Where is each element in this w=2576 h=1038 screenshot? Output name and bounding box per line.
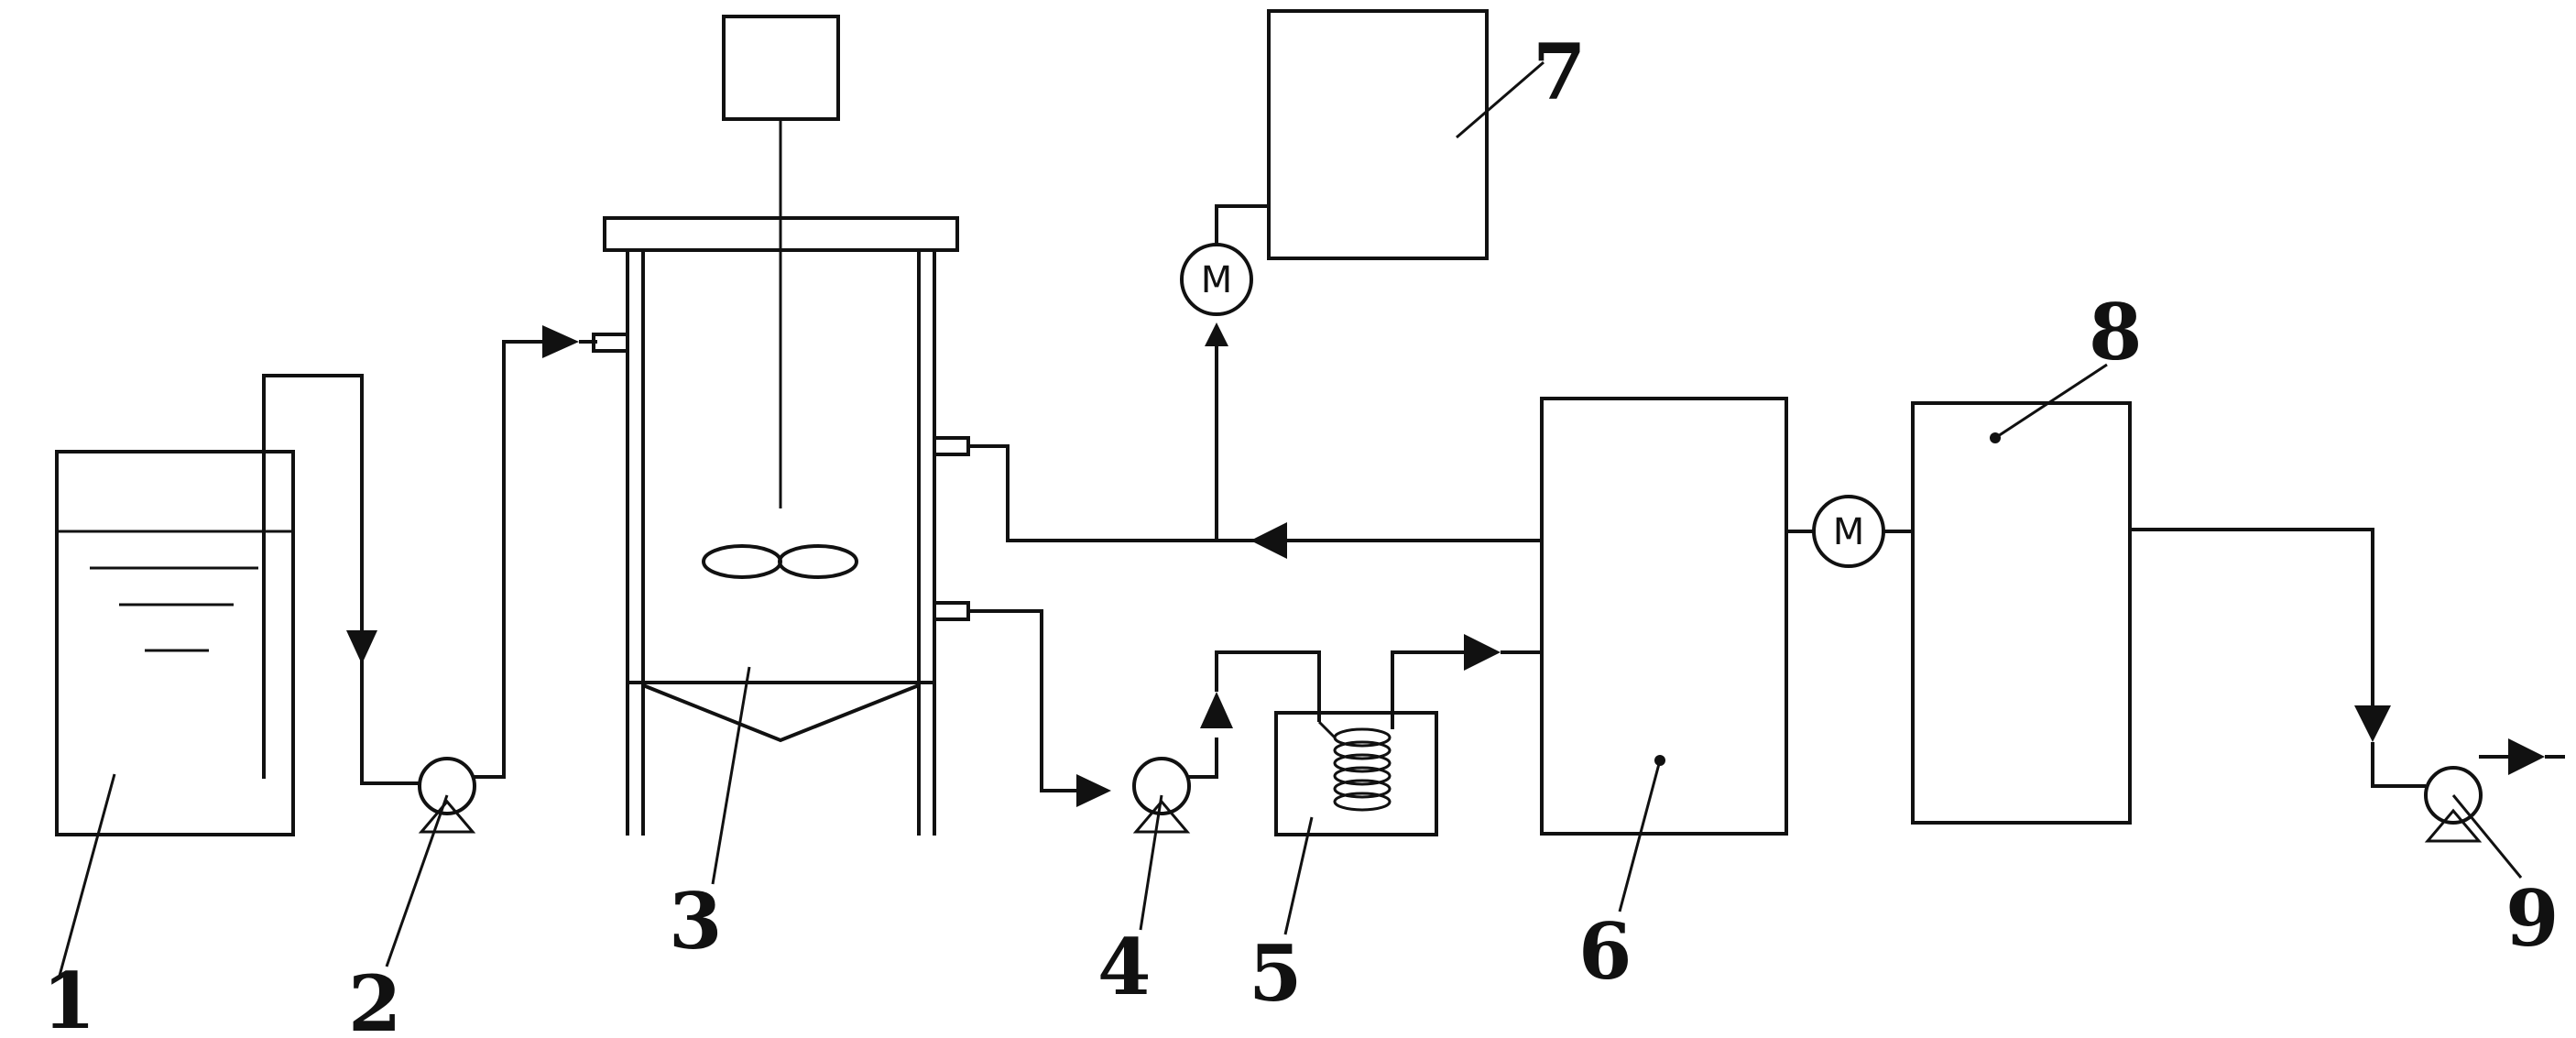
heater-coil (1274, 634, 1542, 836)
unit-8 (1911, 401, 2132, 825)
meter-label: M (1201, 259, 1233, 301)
feed-tank (55, 450, 295, 836)
meter-7: M (1180, 204, 1269, 316)
label-6: 6 (1578, 906, 1632, 997)
leader-lines (58, 60, 2523, 977)
label-2: 2 (348, 958, 401, 1038)
label-1: 1 (42, 956, 95, 1038)
pump-4 (1132, 650, 1321, 834)
label-3: 3 (669, 876, 722, 967)
collection-vessel-7 (1267, 9, 1489, 260)
output-line (2130, 528, 2426, 788)
label-9: 9 (2505, 873, 2559, 964)
stirred-reactor (592, 15, 970, 836)
unit-6 (1540, 397, 1788, 836)
label-7: 7 (1533, 27, 1586, 117)
meter-label: M (1833, 511, 1865, 553)
feed-pump-2 (418, 325, 597, 834)
label-4: 4 (1097, 922, 1151, 1012)
meter-6-8: M (1786, 495, 1913, 568)
suction-pipe (262, 374, 420, 785)
pump-9 (2424, 738, 2565, 843)
return-line (968, 322, 1542, 559)
label-5: 5 (1249, 928, 1302, 1019)
number-labels: 1 2 3 4 5 6 7 8 9 (42, 27, 2559, 1038)
label-8: 8 (2089, 287, 2142, 377)
outlet-pipe (968, 609, 1111, 807)
